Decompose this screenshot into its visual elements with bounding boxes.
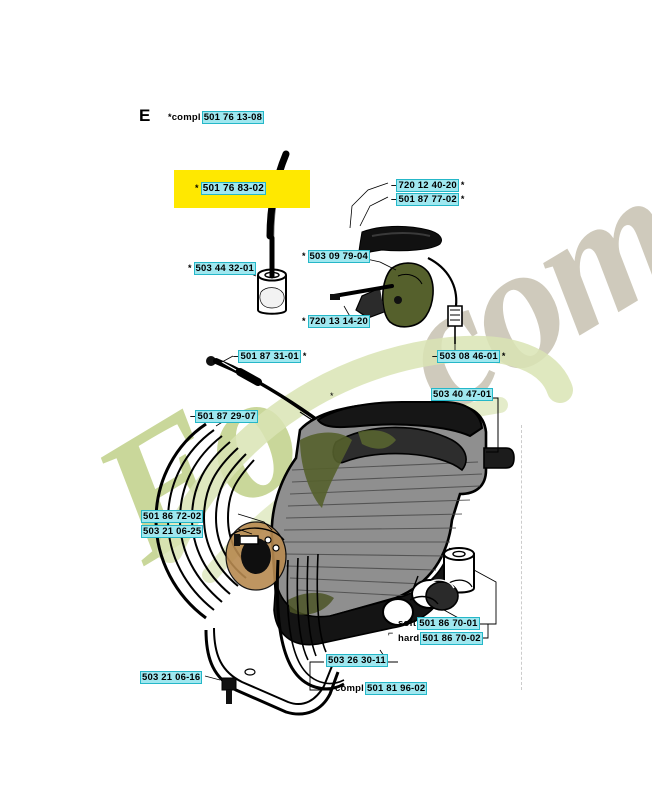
label-501-87-31-01[interactable]: –501 87 31-01* [233,350,307,363]
leader-503-26-30-11 [379,649,398,663]
label-number: 503 40 47-01 [430,388,494,401]
part-guard-bolt [221,677,237,704]
label-prefix: compl [171,112,201,123]
label-asterisk: * [460,194,465,204]
label-number: 501 87 29-07 [195,410,258,423]
part-fuel-cap [382,575,459,626]
label-number: 501 87 77-02 [396,193,459,206]
section-marker: E [139,106,151,125]
label-503-08-46-01[interactable]: –503 08 46-01* [432,350,506,363]
label-503-40-47-01[interactable]: 503 40 47-01 [430,388,494,401]
label-number: 501 76 13-08 [201,111,265,124]
label-number: 501 86 70-02 [420,632,483,645]
label-number: 503 21 06-25 [140,525,204,538]
label-number: 503 08 46-01 [437,350,500,363]
label-asterisk: * [302,351,307,361]
bracket-mark-soft: ⌐ [388,628,393,638]
label-number: 503 44 32-01 [193,262,256,275]
label-asterisk: * [302,251,306,261]
label-asterisk: * [168,112,172,122]
label-prefix: hard [398,633,420,644]
scan-fold-line [521,425,522,690]
label-asterisk: * [188,263,192,273]
label-number: 501 86 72-02 [140,510,204,523]
label-number: 501 76 83-02 [200,182,267,195]
asterisk-mark-cable: * [330,391,334,401]
label-503-26-30-11[interactable]: 503 26 30-11 [326,654,388,667]
label-503-09-79-04[interactable]: * 503 09 79-04 [299,250,370,263]
leader-720-12-40-20 [349,182,389,229]
leader-503-21-06-16 [204,675,221,681]
label-number: 720 13 14-20 [307,315,370,328]
label-503-21-06-25[interactable]: 503 21 06-25 [140,525,204,538]
label-501-76-83-02[interactable]: * 501 76 83-02 [192,182,267,195]
label-720-12-40-20[interactable]: –720 12 40-20* [391,179,465,192]
leader-bushing [470,569,497,625]
label-503-21-06-16[interactable]: 503 21 06-16 [139,671,203,684]
label-501-86-72-02[interactable]: 501 86 72-02 [140,510,204,523]
leader-503-21-06-25 [237,528,253,535]
label-503-44-32-01[interactable]: * 503 44 32-01 [185,262,256,275]
leader-501-87-31-01 [221,355,234,363]
label-501-87-29-07[interactable]: –501 87 29-07 [190,410,258,423]
label-number: 720 12 40-20 [396,179,459,192]
label-number: 501 87 31-01 [238,350,301,363]
leader-dash: – [391,194,397,205]
part-bushing [443,547,475,594]
label-prefix: compl [335,683,364,694]
leader-dash: – [432,351,438,362]
leader-501-87-77-02 [359,196,389,227]
label-asterisk: * [501,351,506,361]
part-stop-switch [427,257,463,344]
label-prefix: soft [398,618,417,629]
leader-dash: – [233,351,239,362]
part-linkage-rod [330,284,394,300]
part-screw-washer [234,534,280,552]
part-fuel-filter [257,235,287,315]
part-exhaust-tube [275,553,345,691]
leader-501-86-72-02 [237,513,273,531]
label-asterisk: * [460,180,465,190]
leader-dash: – [391,180,397,191]
part-throttle-lever [357,225,442,263]
label-number: 503 09 79-04 [307,250,370,263]
part-throttle-housing [355,262,434,328]
label-number: 503 21 06-16 [139,671,203,684]
label-number: 503 26 30-11 [326,654,388,667]
label-number: 501 81 96-02 [364,682,428,695]
label-number: 501 86 70-01 [417,617,480,630]
label-asterisk: * [302,316,306,326]
label-asterisk: * [195,183,199,193]
leader-compl-501-81-96-02 [309,661,332,691]
part-lower-guard [204,627,340,716]
leader-dash: – [190,411,196,422]
label-501-87-77-02[interactable]: –501 87 77-02* [391,193,465,206]
label-720-13-14-20[interactable]: * 720 13 14-20 [299,315,370,328]
